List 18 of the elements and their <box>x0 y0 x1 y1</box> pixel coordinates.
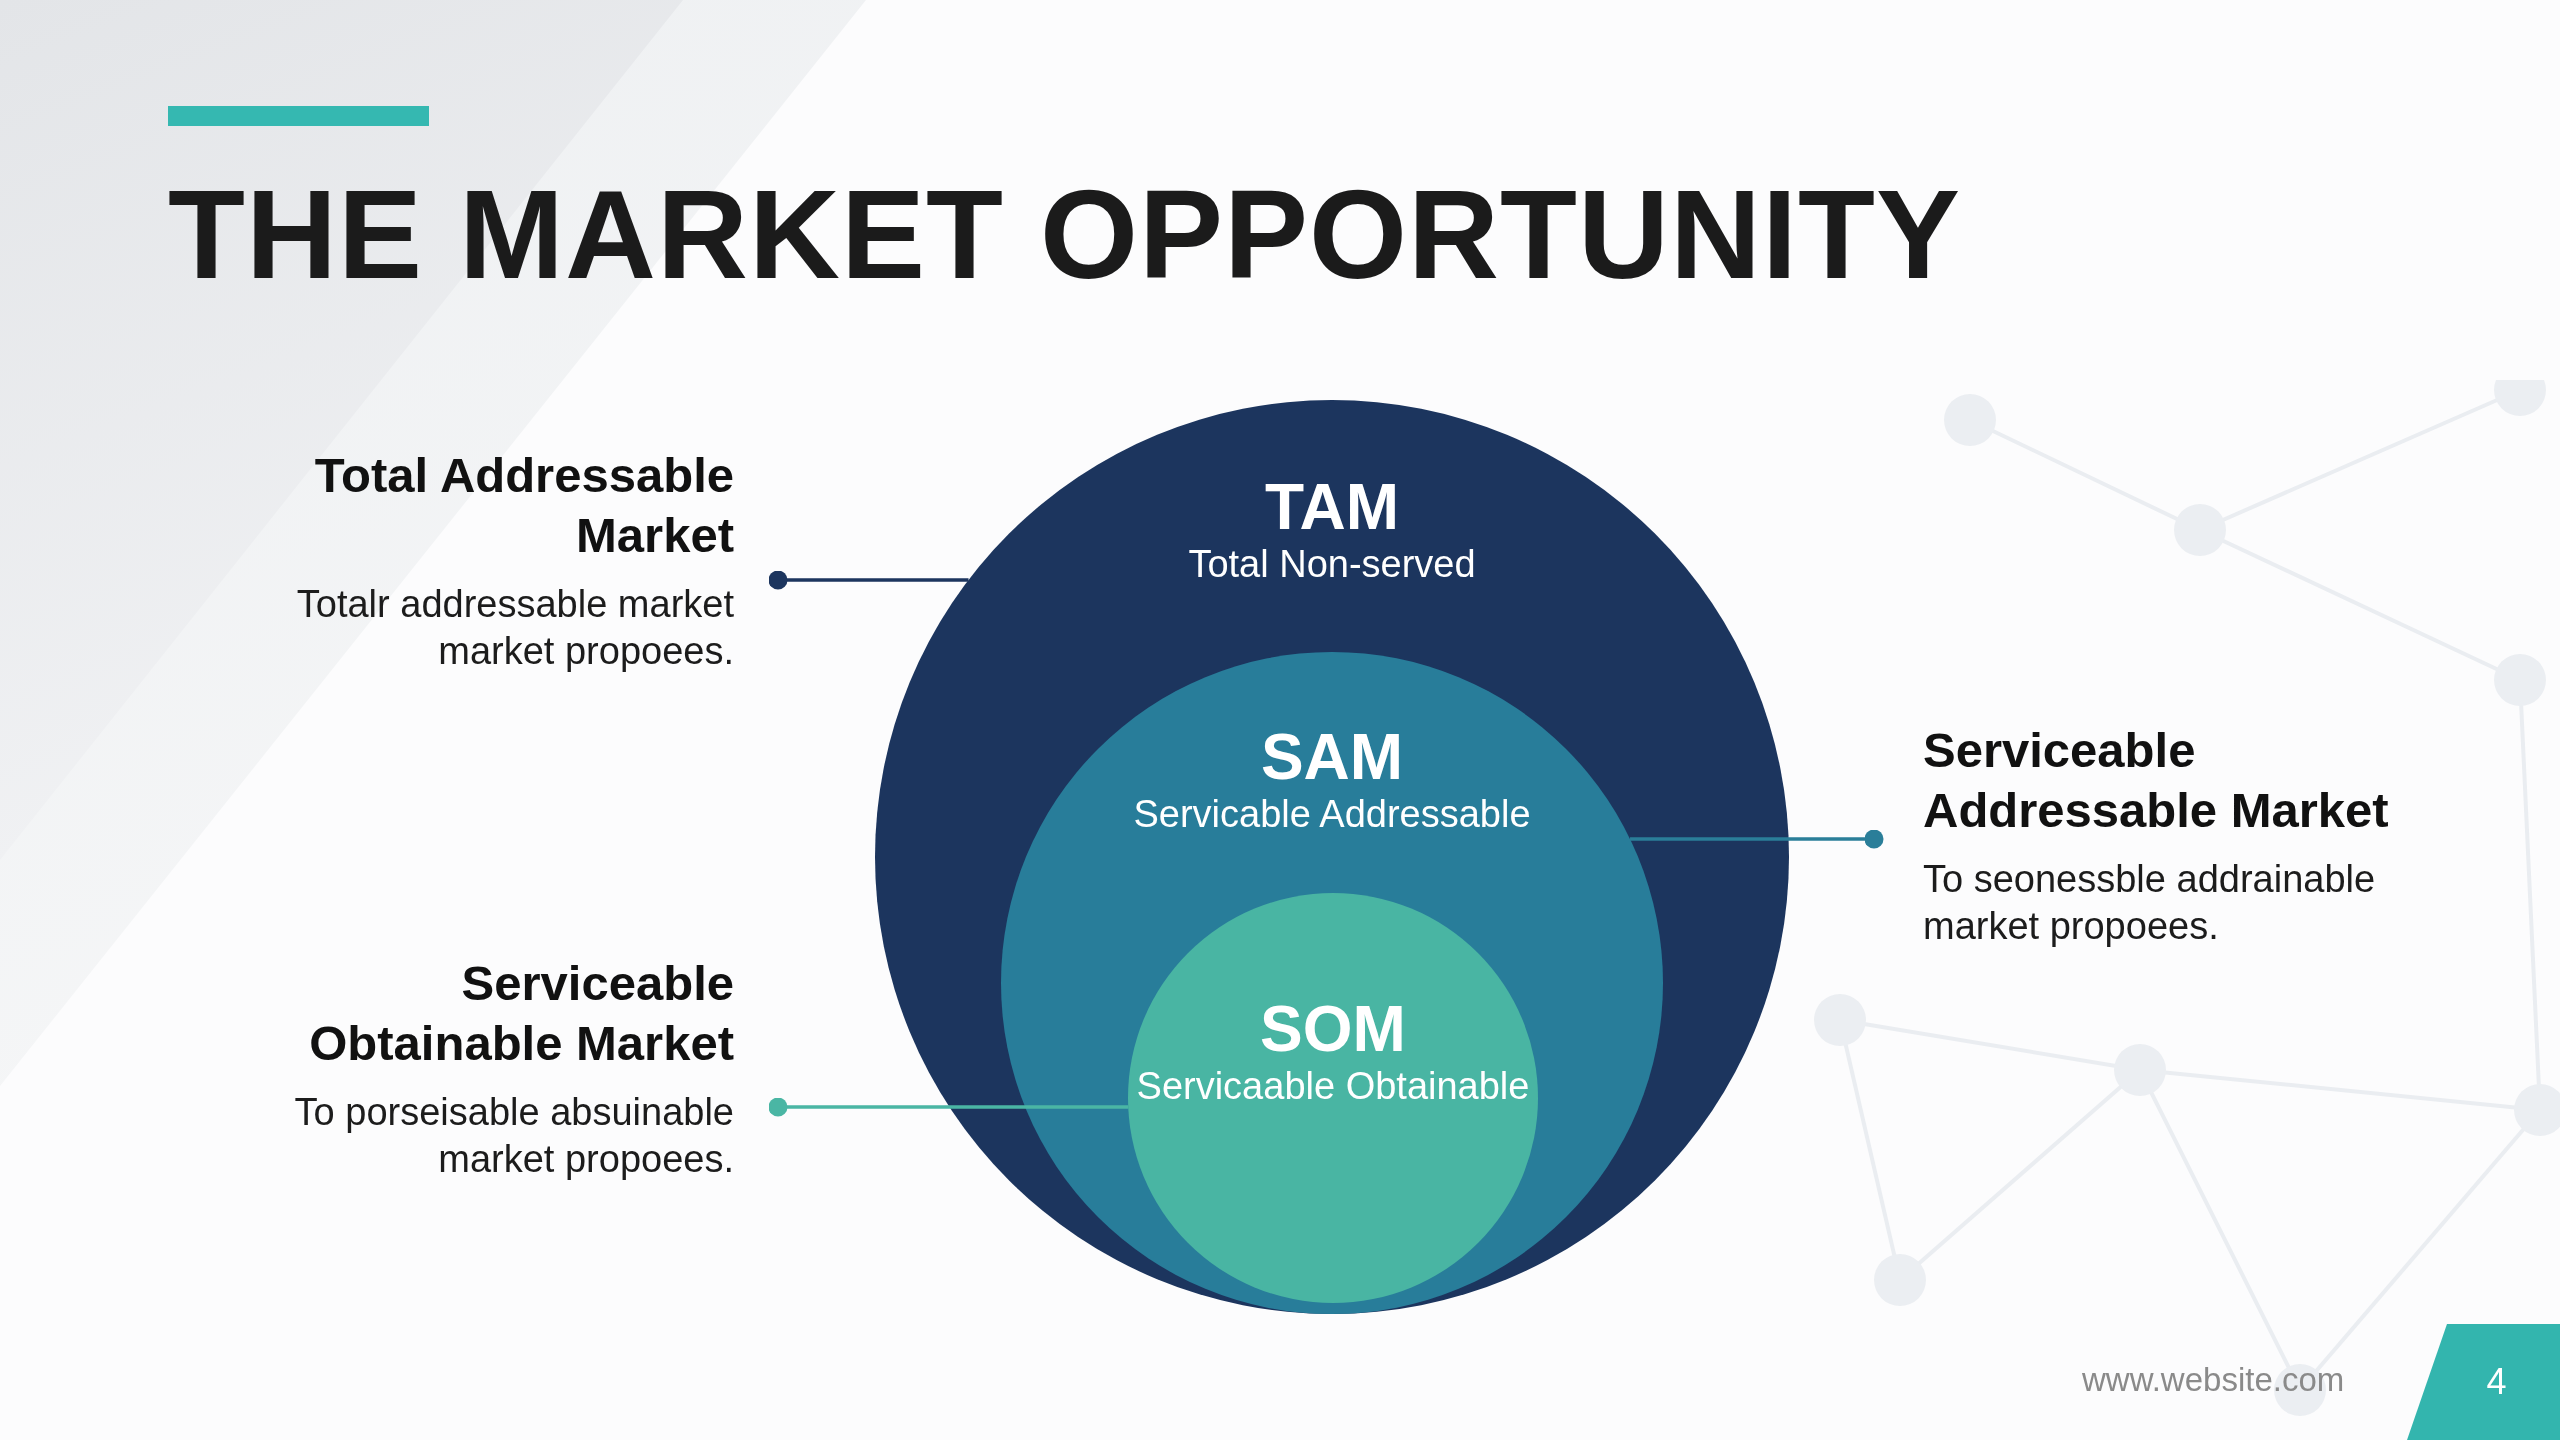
circle-subtitle: Servicable Addressable <box>1133 792 1531 837</box>
market-description: Totalr addressable market market propoees. <box>295 582 734 674</box>
circle-subtitle: Total Non-served <box>1188 542 1476 587</box>
circle-title: SOM <box>1260 996 1406 1062</box>
market-description: To porseisable absuinable market propoees. <box>293 1090 734 1182</box>
website-url: www.website.com <box>2082 1363 2345 1396</box>
leader-line <box>768 570 969 590</box>
market-description: To seonessble addrainable market propoees. <box>1923 857 2377 949</box>
circle-subtitle: Servicaable Obtainable <box>1136 1064 1530 1109</box>
circle-title: SAM <box>1260 724 1404 790</box>
market-heading: Serviceable Obtainable Market <box>308 955 734 1072</box>
leader-line <box>768 1097 1129 1117</box>
market-heading: Total Addressable Market <box>313 447 734 564</box>
market-heading: Serviceable Addressable Market <box>1923 722 2390 839</box>
leader-line <box>1630 829 1884 849</box>
page-number: 4 <box>2486 1364 2507 1400</box>
circle-title: TAM <box>1265 474 1399 540</box>
slide-title: THE MARKET OPPORTUNITY <box>168 172 1961 298</box>
